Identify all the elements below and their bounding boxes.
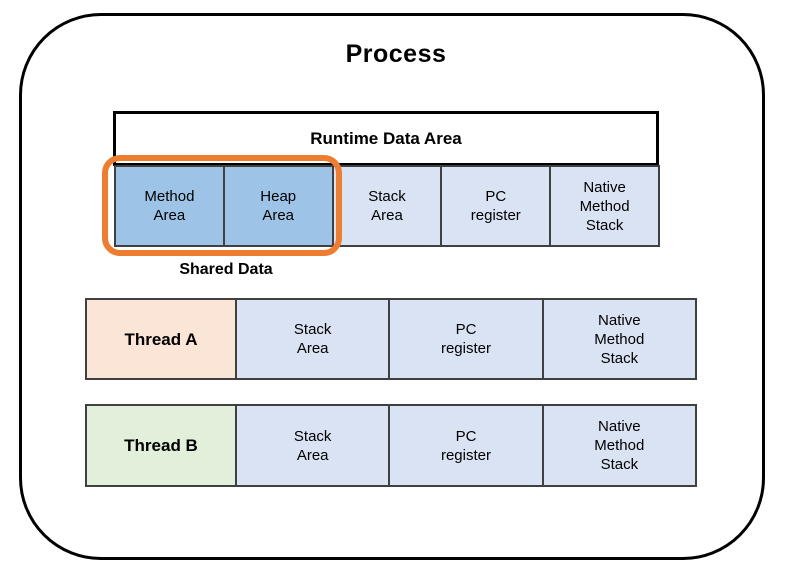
- cell-stack-area: Stack Area: [331, 165, 443, 247]
- thread-b-name-cell: Thread B: [85, 404, 237, 487]
- thread-b-cell-native-method-stack: Native Method Stack: [541, 404, 697, 487]
- cell-pc-register: PC register: [440, 165, 552, 247]
- process-title: Process: [345, 40, 447, 68]
- thread-a-cell-pc-register: PC register: [388, 298, 544, 380]
- runtime-data-area-header: Runtime Data Area: [113, 111, 659, 166]
- thread-b-row: Thread B Stack Area PC register Native M…: [85, 404, 697, 487]
- runtime-data-area-label: Runtime Data Area: [310, 128, 462, 148]
- cell-native-method-stack: Native Method Stack: [549, 165, 660, 247]
- shared-data-label: Shared Data: [179, 261, 273, 278]
- runtime-cells-row: Method Area Heap Area Stack Area PC regi…: [114, 165, 660, 247]
- thread-b-cell-stack-area: Stack Area: [235, 404, 391, 487]
- thread-a-cell-stack-area: Stack Area: [235, 298, 391, 380]
- thread-a-name-cell: Thread A: [85, 298, 237, 380]
- thread-b-cell-pc-register: PC register: [388, 404, 544, 487]
- cell-heap-area: Heap Area: [222, 165, 334, 247]
- cell-method-area: Method Area: [114, 165, 225, 247]
- thread-a-row: Thread A Stack Area PC register Native M…: [85, 298, 697, 380]
- thread-a-cell-native-method-stack: Native Method Stack: [541, 298, 697, 380]
